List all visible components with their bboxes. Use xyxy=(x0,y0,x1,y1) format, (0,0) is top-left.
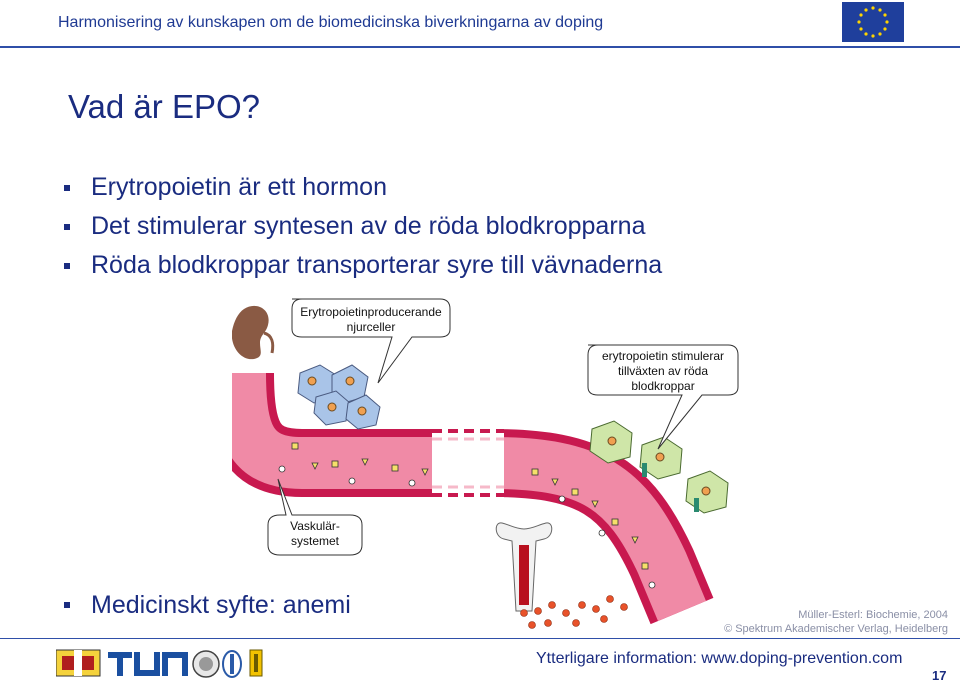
bullet-item: Erytropoietin är ett hormon xyxy=(64,168,662,207)
tum-logo-icon xyxy=(108,652,188,676)
header-title: Harmonisering av kunskapen om de biomedi… xyxy=(58,14,604,31)
footer-info: Ytterligare information: www.doping-prev… xyxy=(536,650,903,667)
header-divider xyxy=(0,46,960,48)
callout-kidney-cells: Erytropoietinproducerande njurceller xyxy=(290,305,452,335)
slide-title: Vad är EPO? xyxy=(68,88,260,125)
callout-marrow-growth: erytropoietin stimulerar tillväxten av r… xyxy=(586,349,740,394)
callout-marrow-line: erytropoietin stimulerar xyxy=(601,349,725,363)
epo-illustration xyxy=(206,298,739,629)
oval-logo-icon xyxy=(222,650,242,678)
partner-logos xyxy=(56,649,263,678)
callout-vascular-system: Vaskulär- systemet xyxy=(268,519,362,549)
callout-vascular-line: systemet xyxy=(290,534,339,548)
crest-logo-icon xyxy=(56,649,101,677)
kidney-icon xyxy=(231,305,269,360)
bottom-bullet: Medicinskt syfte: anemi xyxy=(64,587,351,623)
footer-divider xyxy=(0,638,960,639)
bar-logo-icon xyxy=(249,649,263,677)
bullet-item: Det stimulerar syntesen av de röda blodk… xyxy=(64,207,662,246)
callout-vascular-line: Vaskulär- xyxy=(290,519,340,533)
page-number: 17 xyxy=(932,668,947,683)
bullet-list: Erytropoietin är ett hormon Det stimuler… xyxy=(64,168,662,285)
epo-diagram: Erytropoietinproducerande njurceller ery… xyxy=(206,293,740,638)
callout-marrow-line: tillväxten av röda xyxy=(617,364,709,378)
credit-line: © Spektrum Akademischer Verlag, Heidelbe… xyxy=(724,623,948,635)
callout-kidney-line: Erytropoietinproducerande xyxy=(300,305,442,319)
bullet-item: Röda blodkroppar transporterar syre till… xyxy=(64,246,662,285)
callout-kidney-line: njurceller xyxy=(346,320,396,334)
seal-logo-icon xyxy=(192,650,220,678)
credit-line: Müller-Esterl: Biochemie, 2004 xyxy=(798,609,948,621)
eu-flag-icon xyxy=(842,2,904,42)
callout-marrow-line: blodkroppar xyxy=(631,379,695,393)
